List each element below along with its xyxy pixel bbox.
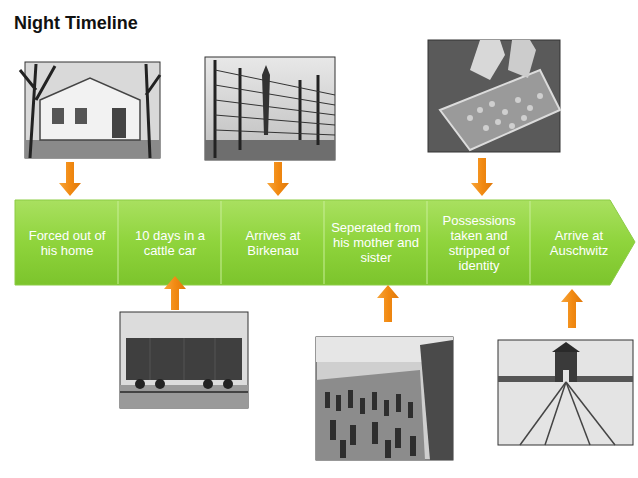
- timeline-segment: 10 days in a cattle car: [119, 201, 221, 284]
- event-label: Arrives at Birkenau: [225, 228, 321, 258]
- selection-crowd-photo: [316, 337, 453, 460]
- event-label: Forced out of his home: [19, 228, 115, 258]
- barbed-wire-photo: [205, 57, 335, 160]
- diagram-title: Night Timeline: [14, 13, 138, 34]
- house-photo: [20, 62, 160, 158]
- timeline-segment: Arrive at Auschwitz: [531, 201, 627, 284]
- timeline-segment: Seperated from his mother and sister: [325, 201, 427, 284]
- segment-dividers: [118, 201, 530, 284]
- cattle-car-photo: [120, 312, 248, 408]
- timeline-band: [15, 200, 635, 285]
- auschwitz-gate-photo: [498, 340, 633, 445]
- event-label: Seperated from his mother and sister: [328, 220, 424, 265]
- event-label: Arrive at Auschwitz: [534, 228, 624, 258]
- event-label: 10 days in a cattle car: [122, 228, 218, 258]
- pointer-arrows: [59, 158, 583, 328]
- event-label: Possessions taken and stripped of identi…: [431, 213, 527, 273]
- timeline-segment: Possessions taken and stripped of identi…: [428, 201, 530, 284]
- timeline-segment: Forced out of his home: [16, 201, 118, 284]
- possessions-photo: [428, 40, 560, 152]
- timeline-segment: Arrives at Birkenau: [222, 201, 324, 284]
